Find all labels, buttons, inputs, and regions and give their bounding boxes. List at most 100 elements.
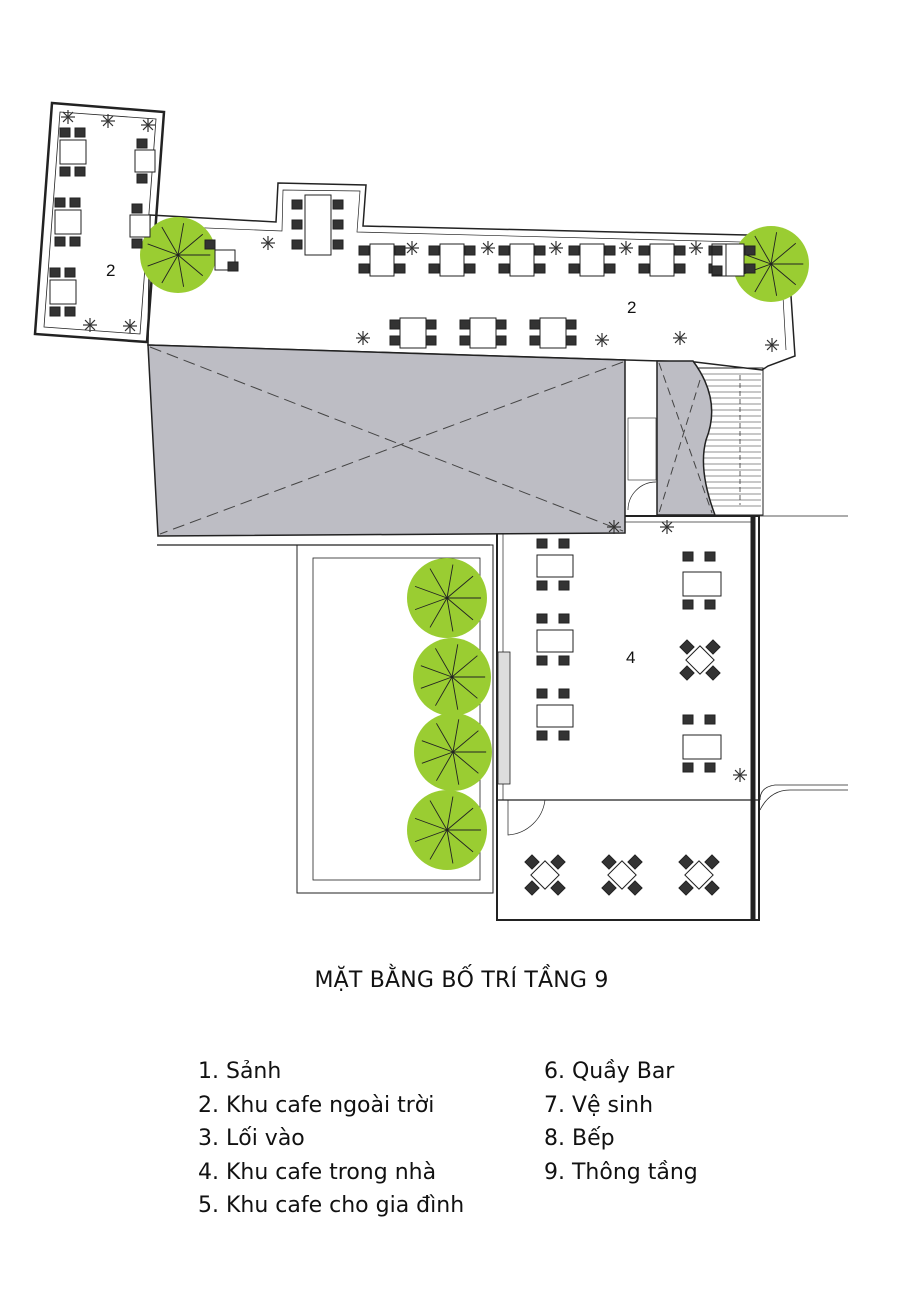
chair <box>358 263 370 274</box>
plant-leaf <box>107 120 114 127</box>
plant-leaf <box>142 124 149 131</box>
table <box>54 209 82 235</box>
table <box>649 243 675 277</box>
tree-branch <box>414 597 448 611</box>
chair <box>744 245 756 256</box>
chair <box>558 688 570 699</box>
plant-leaf <box>482 242 489 249</box>
tree-branch <box>147 243 179 256</box>
plant-leaf <box>666 521 673 528</box>
plant-icon <box>673 331 687 345</box>
chair <box>394 245 406 256</box>
tree-branch <box>451 676 459 710</box>
chair <box>495 335 507 346</box>
legend-left: 1. Sảnh 2. Khu cafe ngoài trời 3. Lối và… <box>198 1055 464 1223</box>
table <box>536 704 574 728</box>
table-set <box>711 243 727 277</box>
plant-leaf <box>129 325 136 332</box>
table <box>304 194 332 256</box>
table-set <box>134 138 156 184</box>
plant-leaf <box>550 247 557 254</box>
chair <box>536 538 548 549</box>
plant-leaf <box>690 242 697 249</box>
plant-leaf <box>771 344 778 351</box>
table-set <box>536 538 574 591</box>
table-set <box>459 317 507 349</box>
chair <box>49 267 61 278</box>
plant-leaf <box>357 332 364 339</box>
chair <box>568 263 580 274</box>
chair <box>204 239 216 250</box>
plant-leaf <box>62 116 69 123</box>
plant-leaf <box>601 334 608 341</box>
chair <box>679 639 695 655</box>
chair <box>332 239 344 250</box>
table-set <box>524 854 566 896</box>
tree-branch <box>452 730 479 753</box>
tree-branch <box>414 829 448 843</box>
plant-leaf <box>555 247 562 254</box>
plant-leaf <box>124 325 131 332</box>
plant-leaf <box>661 526 668 533</box>
chair <box>678 854 694 870</box>
tree-icon <box>414 713 492 791</box>
chair <box>291 219 303 230</box>
tree-icon <box>140 217 216 293</box>
plant-leaf <box>679 337 686 344</box>
tree-branch <box>446 597 454 632</box>
table <box>536 554 574 578</box>
table-set <box>358 243 406 277</box>
tree-icon <box>407 790 487 870</box>
plant-icon <box>481 241 495 255</box>
table <box>536 629 574 653</box>
chair <box>601 854 617 870</box>
chair <box>227 261 239 272</box>
plant-leaf <box>406 242 413 249</box>
plant-leaf <box>550 242 557 249</box>
tree-icon <box>733 226 809 302</box>
top-terrace-outline <box>147 182 796 371</box>
chair <box>389 335 401 346</box>
chair <box>425 319 437 330</box>
tree-branch <box>446 564 454 599</box>
tree-branch <box>452 751 460 785</box>
plant-leaf <box>661 521 668 528</box>
table <box>607 860 637 890</box>
chair <box>704 854 720 870</box>
tree-branch <box>770 263 778 296</box>
tree-branch <box>421 740 454 753</box>
plant-leaf <box>608 521 615 528</box>
chair <box>704 551 716 562</box>
tree-branch <box>451 655 478 678</box>
tree-branch <box>420 665 453 678</box>
chair <box>394 263 406 274</box>
table <box>469 317 497 349</box>
table-set <box>638 243 686 277</box>
tree-branch <box>452 751 479 774</box>
chair <box>69 197 81 208</box>
chair <box>332 199 344 210</box>
plant-leaf <box>147 124 154 131</box>
chair <box>674 263 686 274</box>
tree-branch <box>446 807 474 831</box>
legend-right: 6. Quầy Bar 7. Vệ sinh 8. Bếp 9. Thông t… <box>544 1055 698 1189</box>
chair <box>459 335 471 346</box>
tree-branch <box>147 254 179 267</box>
chair <box>69 236 81 247</box>
chair <box>332 219 344 230</box>
chair <box>704 762 716 773</box>
plant-icon <box>405 241 419 255</box>
tree-branch <box>414 817 448 831</box>
plant-leaf <box>262 242 269 249</box>
chair <box>136 138 148 149</box>
tree-branch <box>177 233 204 256</box>
plant-leaf <box>766 344 773 351</box>
chair <box>59 127 71 138</box>
legend-item: 1. Sảnh <box>198 1059 282 1084</box>
plant-leaf <box>487 247 494 254</box>
chair <box>389 319 401 330</box>
chair <box>682 551 694 562</box>
chair <box>682 714 694 725</box>
tree-branch <box>446 829 454 864</box>
legend-item: 2. Khu cafe ngoài trời <box>198 1092 435 1118</box>
